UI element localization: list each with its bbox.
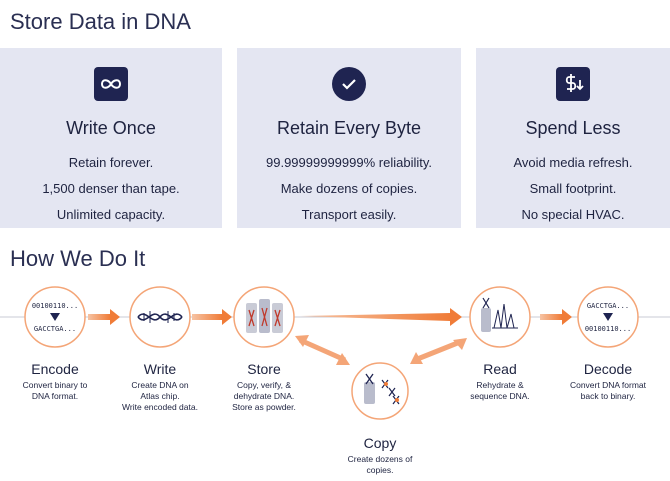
card-line: No special HVAC.: [521, 207, 625, 222]
card-line: Small footprint.: [529, 181, 617, 196]
arrow-encode-write: [88, 309, 120, 325]
copy-dna-icon: [364, 373, 400, 405]
card-line: Avoid media refresh.: [513, 155, 633, 170]
sequencer-icon: [481, 297, 518, 332]
section-title: How We Do It: [10, 246, 146, 271]
decode-bits-bottom: 00100110...: [585, 325, 631, 333]
step-name: Read: [483, 361, 517, 377]
step-desc: Write encoded data.: [122, 402, 198, 412]
page-title: Store Data in DNA: [10, 9, 191, 34]
read-circle: [469, 286, 531, 348]
checkmark-icon: [332, 67, 366, 101]
encode-circle: 00100110... GACCTGA...: [24, 286, 86, 348]
card-line: Unlimited capacity.: [56, 207, 166, 222]
step-name: Copy: [363, 435, 397, 451]
step-desc: back to binary.: [580, 391, 636, 401]
step-desc: dehydrate DNA.: [233, 391, 295, 401]
arrow-store-copy: [295, 335, 350, 365]
step-desc: copies.: [366, 465, 394, 475]
step-desc: Rehydrate &: [476, 380, 524, 390]
decode-bits-top: GACCTGA...: [587, 302, 629, 310]
infinity-icon: [94, 67, 128, 101]
down-arrow-icon: [603, 313, 613, 321]
step-desc: Atlas chip.: [140, 391, 180, 401]
card-title: Write Once: [66, 118, 156, 138]
card-title: Spend Less: [525, 118, 621, 138]
step-name: Store: [247, 361, 281, 377]
down-arrow-icon: [50, 313, 60, 321]
encode-bits-top: 00100110...: [32, 302, 78, 310]
arrow-store-read: [300, 308, 462, 326]
card-line: Transport easily.: [301, 207, 397, 222]
encode-bits-bottom: GACCTGA...: [34, 325, 76, 333]
copy-circle: [351, 362, 409, 420]
card-title: Retain Every Byte: [276, 118, 422, 138]
store-circle: [233, 286, 295, 348]
dna-helix-icon: [137, 311, 183, 323]
step-desc: Convert binary to: [22, 380, 88, 390]
step-desc: Store as powder.: [232, 402, 296, 412]
card-line: Retain forever.: [68, 155, 154, 170]
step-store: Store Copy, verify, & dehydrate DNA. Sto…: [214, 361, 314, 413]
card-retain-every-byte: Retain Every Byte 99.99999999999% reliab…: [237, 48, 461, 228]
arrow-copy-read: [410, 338, 467, 364]
step-copy: Copy Create dozens of copies.: [330, 435, 430, 476]
step-desc: Create DNA on: [131, 380, 189, 390]
step-desc: Convert DNA format: [569, 380, 647, 390]
decode-circle: GACCTGA... 00100110...: [577, 286, 639, 348]
step-desc: sequence DNA.: [470, 391, 530, 401]
step-desc: Create dozens of: [347, 454, 413, 464]
card-spend-less: Spend Less Avoid media refresh. Small fo…: [476, 48, 670, 228]
card-line: Make dozens of copies.: [280, 181, 418, 196]
step-name: Decode: [583, 361, 633, 377]
card-line: 99.99999999999% reliability.: [266, 155, 432, 170]
step-decode: Decode Convert DNA format back to binary…: [558, 361, 658, 402]
card-write-once: Write Once Retain forever. 1,500 denser …: [0, 48, 222, 228]
step-name: Encode: [31, 361, 79, 377]
step-desc: Copy, verify, &: [236, 380, 291, 390]
step-name: Write: [143, 361, 177, 377]
card-line: 1,500 denser than tape.: [42, 181, 180, 196]
dollar-arrow-icon: [556, 67, 590, 101]
write-circle: [129, 286, 191, 348]
step-encode: Encode Convert binary to DNA format.: [5, 361, 105, 402]
arrow-read-decode: [540, 309, 572, 325]
process-flow: 00100110... GACCTGA...: [0, 286, 670, 420]
arrow-write-store: [192, 309, 232, 325]
step-read: Read Rehydrate & sequence DNA.: [450, 361, 550, 402]
step-desc: DNA format.: [31, 391, 79, 401]
vials-icon: [246, 299, 283, 333]
step-write: Write Create DNA on Atlas chip. Write en…: [110, 361, 210, 413]
